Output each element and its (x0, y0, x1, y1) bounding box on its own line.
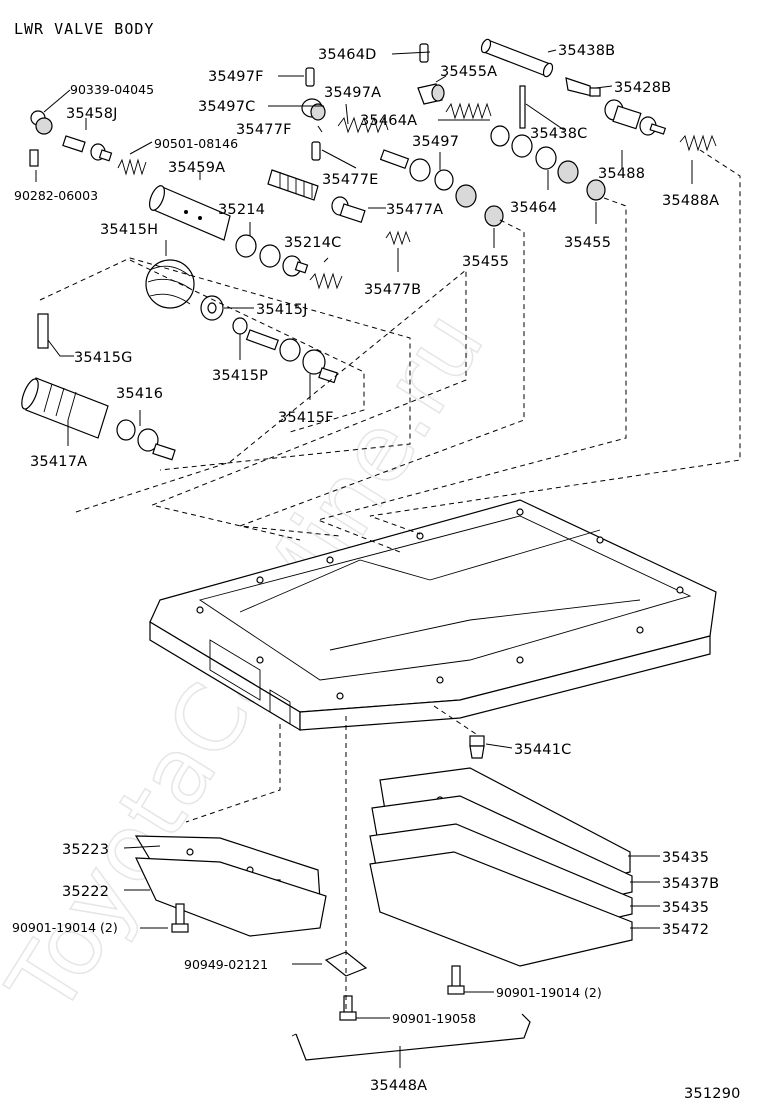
label-90282-06003[interactable]: 90282-06003 (14, 188, 98, 203)
part-35497A-spring[interactable] (337, 116, 389, 134)
lower-valve-body[interactable] (149, 499, 717, 732)
part-labels: 35438B 35464D 35455A 35428B 35497F 35497… (12, 43, 741, 1102)
part-35415P[interactable] (232, 317, 248, 335)
label-35497A[interactable]: 35497A (324, 85, 381, 101)
label-35464[interactable]: 35464 (510, 200, 557, 216)
part-35455A[interactable] (417, 83, 445, 105)
label-35464D[interactable]: 35464D (318, 47, 377, 63)
part-35458J[interactable] (62, 135, 113, 162)
part-35488A-spring[interactable] (679, 134, 717, 152)
label-35497C[interactable]: 35497C (198, 99, 255, 115)
label-35497[interactable]: 35497 (412, 134, 459, 150)
part-35448A-wire[interactable] (291, 1013, 531, 1061)
label-35448A[interactable]: 35448A (370, 1078, 427, 1094)
label-35415H[interactable]: 35415H (100, 222, 158, 238)
part-35472-plate[interactable] (369, 851, 633, 967)
part-90339-04045[interactable] (30, 110, 53, 135)
label-35477E[interactable]: 35477E (322, 172, 379, 188)
part-35415G[interactable] (37, 313, 49, 349)
label-35455-right[interactable]: 35455 (564, 235, 611, 251)
diagram-title: LWR VALVE BODY (14, 20, 154, 38)
part-35488[interactable] (604, 99, 667, 136)
bolt-90901-19014-left[interactable] (171, 903, 189, 933)
part-35415J-washer[interactable] (200, 295, 224, 321)
label-35214C[interactable]: 35214C (284, 235, 341, 251)
part-90282-06003[interactable] (29, 149, 39, 167)
part-35464[interactable] (490, 125, 579, 184)
label-35464A[interactable]: 35464A (360, 113, 417, 129)
label-35438B[interactable]: 35438B (558, 43, 615, 59)
part-35455-lower[interactable] (484, 205, 504, 227)
part-35222-gasket[interactable] (135, 857, 327, 937)
label-35428B[interactable]: 35428B (614, 80, 671, 96)
part-35497[interactable] (379, 149, 477, 208)
part-35477A[interactable] (331, 196, 366, 223)
label-35415J[interactable]: 35415J (256, 302, 308, 318)
part-35455-right[interactable] (586, 179, 606, 201)
label-90901-19014-left[interactable]: 90901-19014 (2) (12, 920, 118, 935)
label-35455-lower[interactable]: 35455 (462, 254, 509, 270)
label-35435-upper[interactable]: 35435 (662, 850, 709, 866)
part-35214C-spring[interactable] (309, 272, 343, 290)
part-35441C[interactable] (469, 735, 485, 759)
label-90901-19058[interactable]: 90901-19058 (392, 1011, 476, 1026)
label-35472[interactable]: 35472 (662, 922, 709, 938)
label-90501-08146[interactable]: 90501-08146 (154, 136, 238, 151)
figure-number: 351290 (684, 1086, 741, 1102)
label-35477F[interactable]: 35477F (236, 122, 292, 138)
part-35464A-spring[interactable] (445, 102, 492, 120)
label-35455A[interactable]: 35455A (440, 64, 497, 80)
label-35435-lower[interactable]: 35435 (662, 900, 709, 916)
part-35497C[interactable] (301, 98, 326, 121)
label-35416[interactable]: 35416 (116, 386, 163, 402)
label-35417A[interactable]: 35417A (30, 454, 87, 470)
label-35223[interactable]: 35223 (62, 842, 109, 858)
label-35488[interactable]: 35488 (598, 166, 645, 182)
label-35477A[interactable]: 35477A (386, 202, 443, 218)
label-90339-04045[interactable]: 90339-04045 (70, 82, 154, 97)
part-35477E[interactable] (311, 141, 321, 161)
label-35222[interactable]: 35222 (62, 884, 109, 900)
part-35416[interactable] (116, 419, 176, 461)
label-35415F[interactable]: 35415F (278, 410, 334, 426)
label-35477B[interactable]: 35477B (364, 282, 421, 298)
part-35415F[interactable] (245, 329, 338, 384)
label-35437B[interactable]: 35437B (662, 876, 719, 892)
label-35415G[interactable]: 35415G (74, 350, 133, 366)
part-35415H-spring[interactable] (145, 259, 195, 309)
part-35477F-spring[interactable] (267, 169, 319, 201)
label-35488A[interactable]: 35488A (662, 193, 719, 209)
part-35428B[interactable] (565, 77, 601, 97)
label-90901-19014-right[interactable]: 90901-19014 (2) (496, 985, 602, 1000)
part-35477B-spring[interactable] (385, 230, 411, 246)
label-35438C[interactable]: 35438C (530, 126, 587, 142)
part-35497F[interactable] (305, 67, 315, 87)
part-35417A[interactable] (18, 377, 109, 439)
label-35415P[interactable]: 35415P (212, 368, 268, 384)
assembly-dashed-lines (39, 149, 741, 1010)
label-90949-02121[interactable]: 90949-02121 (184, 957, 268, 972)
part-35464D[interactable] (419, 43, 429, 63)
part-35438B[interactable] (480, 38, 555, 78)
label-35497F[interactable]: 35497F (208, 69, 264, 85)
bolt-90901-19014-right[interactable] (447, 965, 465, 995)
part-90501-08146-spring[interactable] (117, 158, 147, 176)
label-35441C[interactable]: 35441C (514, 742, 571, 758)
bolt-90901-19058[interactable] (339, 995, 357, 1021)
part-35438C[interactable] (519, 85, 526, 129)
label-35458J[interactable]: 35458J (66, 106, 118, 122)
leader-lines (35, 49, 693, 1068)
label-35459A[interactable]: 35459A (168, 160, 225, 176)
part-35214[interactable] (235, 234, 309, 277)
label-35214[interactable]: 35214 (218, 202, 265, 218)
part-35459A[interactable] (147, 184, 231, 241)
